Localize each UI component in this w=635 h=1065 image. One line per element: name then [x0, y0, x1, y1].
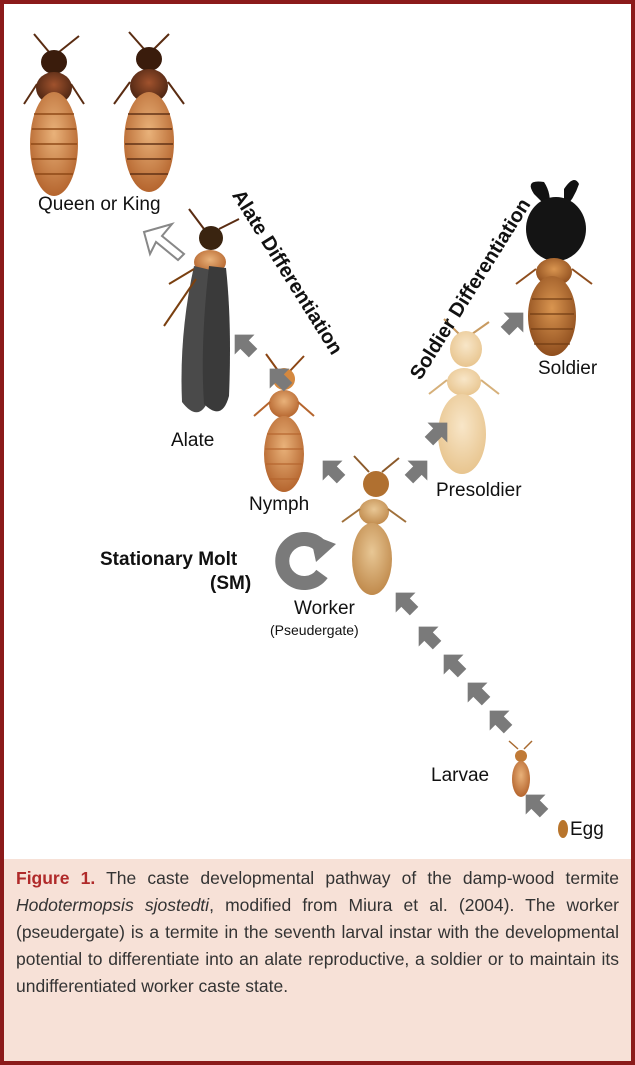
arrow-larvae-to-worker-4 [409, 617, 447, 655]
figure-caption: Figure 1. The caste developmental pathwa… [4, 859, 631, 1061]
label-queen-or-king: Queen or King [38, 194, 161, 216]
arrow-presoldier-to-soldier-2 [495, 303, 533, 341]
king-termite-image [114, 32, 184, 192]
label-soldier: Soldier [538, 358, 597, 380]
label-alate: Alate [171, 430, 214, 452]
label-nymph: Nymph [249, 494, 309, 516]
arrow-worker-to-presoldier [399, 451, 437, 489]
label-egg: Egg [570, 819, 604, 841]
label-stationary-molt-abbrev: (SM) [210, 573, 251, 595]
arrow-larvae-to-worker-5 [386, 583, 424, 621]
arrow-alate-to-queen [144, 224, 184, 260]
caste-pathway-diagram: Queen or King Alate Nymph Worker (Pseude… [4, 4, 631, 859]
queen-termite-image [24, 34, 84, 196]
worker-termite-image [342, 456, 406, 595]
arrow-larvae-to-worker-1 [480, 701, 518, 739]
label-pseudergate: (Pseudergate) [270, 622, 359, 638]
stationary-molt-icon [282, 534, 336, 583]
label-larvae: Larvae [431, 765, 489, 787]
label-worker: Worker [294, 598, 355, 620]
arrow-worker-to-nymph [313, 451, 351, 489]
label-presoldier: Presoldier [436, 480, 522, 502]
arrow-larvae-to-worker-3 [434, 645, 472, 683]
caption-text-1: The caste developmental pathway of the d… [95, 868, 619, 888]
alate-termite-image [164, 209, 239, 412]
egg-image [558, 820, 568, 838]
label-stationary-molt: Stationary Molt [100, 549, 237, 571]
figure-label: Figure 1. [16, 868, 95, 888]
arrow-larvae-to-worker-2 [458, 673, 496, 711]
larvae-termite-image [509, 741, 532, 797]
caption-species: Hodotermopsis sjostedti [16, 895, 209, 915]
arrow-nymph-to-alate-2 [225, 325, 263, 363]
